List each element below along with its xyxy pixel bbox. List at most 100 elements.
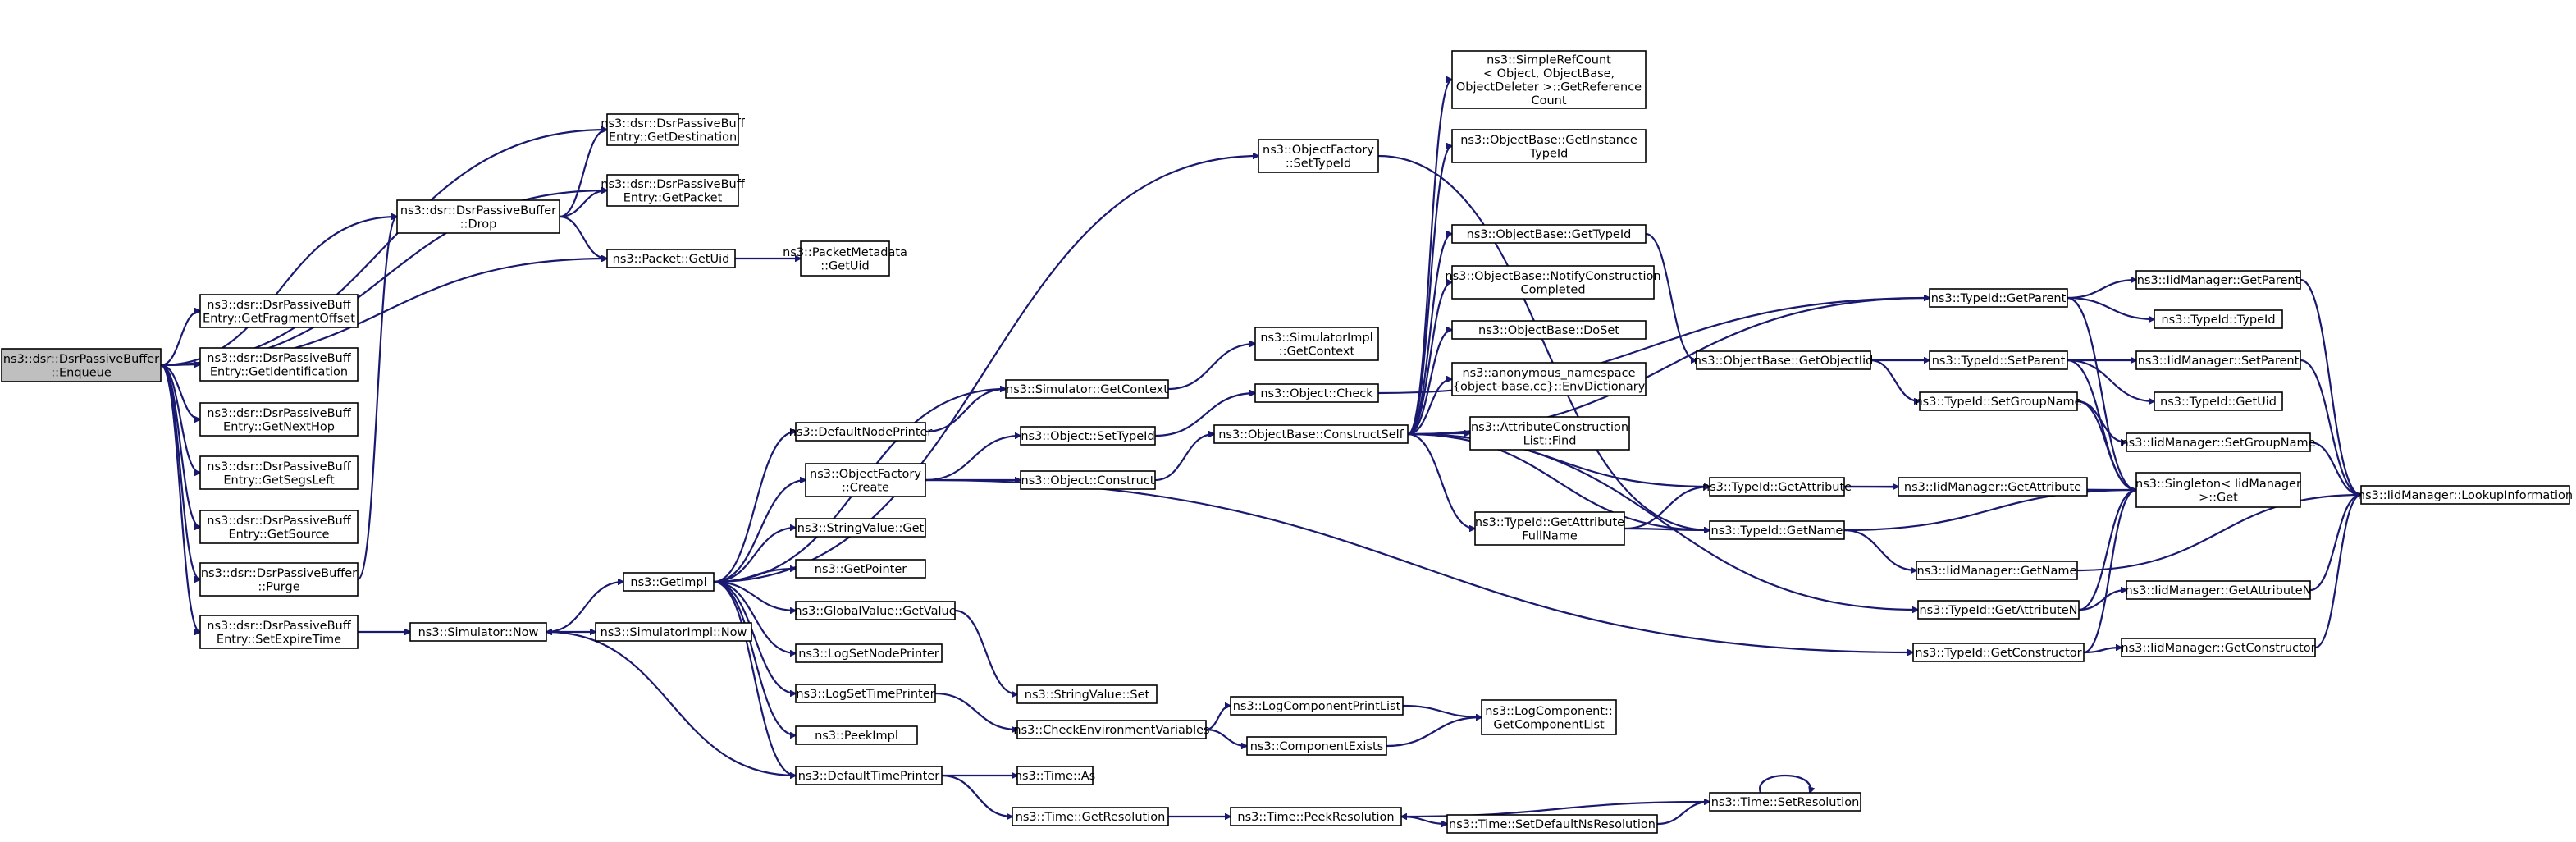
node-box-getnexthop[interactable] <box>199 402 359 437</box>
node-box-obgettypeid[interactable] <box>1451 224 1647 244</box>
node-box-ofsettypeid[interactable] <box>1258 139 1379 173</box>
node-timesetdefns[interactable]: ns3::Time::SetDefaultNsResolution <box>1446 814 1658 834</box>
node-tidtypeid[interactable]: ns3::TypeId::TypeId <box>2154 309 2283 329</box>
node-box-obconstructself[interactable] <box>1213 424 1409 444</box>
node-box-tidgetuid[interactable] <box>2154 391 2283 411</box>
node-logsetnode[interactable]: ns3::LogSetNodePrinter <box>795 643 943 663</box>
node-envdict[interactable]: ns3::anonymous_namespace{object-base.cc}… <box>1451 362 1647 396</box>
node-stringset[interactable]: ns3::StringValue::Set <box>1016 684 1158 704</box>
node-box-getdest[interactable] <box>606 113 739 146</box>
node-box-pktgetuid[interactable] <box>606 249 736 268</box>
node-singletonget[interactable]: ns3::Singleton< IidManager >::Get <box>2135 472 2301 508</box>
node-iidsetparent[interactable]: ns3::IidManager::SetParent <box>2135 350 2301 370</box>
node-pktgetuid[interactable]: ns3::Packet::GetUid <box>606 249 736 268</box>
node-box-purge[interactable] <box>199 562 359 597</box>
node-box-tidgetattrfull[interactable] <box>1474 511 1625 546</box>
node-simgetcontext[interactable]: ns3::Simulator::GetContext <box>1005 379 1169 399</box>
node-getdest[interactable]: ns3::dsr::DsrPassiveBuffEntry::GetDestin… <box>601 113 746 146</box>
node-tidgetattrn[interactable]: ns3::TypeId::GetAttributeN <box>1917 600 2080 620</box>
node-timegetres[interactable]: ns3::Time::GetResolution <box>1012 807 1169 826</box>
node-box-singletonget[interactable] <box>2135 472 2301 508</box>
node-box-iidsetparent[interactable] <box>2135 350 2301 370</box>
node-iidgetattr[interactable]: ns3::IidManager::GetAttribute <box>1898 477 2088 497</box>
node-iidgetparent[interactable]: ns3::IidManager::GetParent <box>2135 270 2301 290</box>
node-box-objconstruct[interactable] <box>1020 470 1156 490</box>
node-iidsetgroup[interactable]: ns3::IidManager::SetGroupName <box>2121 432 2316 452</box>
node-box-objsettypeid[interactable] <box>1020 426 1156 446</box>
node-box-timesetres[interactable] <box>1709 792 1861 812</box>
node-box-iidgetattrn[interactable] <box>2126 580 2311 600</box>
node-iidlookup[interactable]: ns3::IidManager::LookupInformation <box>2358 485 2573 505</box>
node-obgettypeid[interactable]: ns3::ObjectBase::GetTypeId <box>1451 224 1647 244</box>
node-box-deftimeprinter[interactable] <box>795 766 943 785</box>
node-box-getfrag[interactable] <box>199 294 359 328</box>
node-iidgetattrn[interactable]: ns3::IidManager::GetAttributeN <box>2125 580 2312 600</box>
node-box-stringget[interactable] <box>795 518 926 538</box>
node-defnodeprinter[interactable]: ns3::DefaultNodePrinter <box>789 422 933 442</box>
node-getpointer[interactable]: ns3::GetPointer <box>795 559 926 579</box>
node-purge[interactable]: ns3::dsr::DsrPassiveBuffer::Purge <box>199 562 359 597</box>
node-box-getcomplist[interactable] <box>1481 699 1617 735</box>
node-box-stringset[interactable] <box>1016 684 1158 704</box>
node-objsettypeid[interactable]: ns3::Object::SetTypeId <box>1020 426 1156 446</box>
node-box-getsource[interactable] <box>199 510 359 544</box>
node-obnotify[interactable]: ns3::ObjectBase::NotifyConstructionCompl… <box>1445 265 1661 300</box>
node-box-obgetobjiid[interactable] <box>1696 350 1871 370</box>
node-compexists[interactable]: ns3::ComponentExists <box>1246 736 1387 756</box>
node-box-getimpl[interactable] <box>623 572 715 592</box>
node-box-tidgetctor[interactable] <box>1912 643 2085 662</box>
node-simimplnow[interactable]: ns3::SimulatorImpl::Now <box>595 622 752 642</box>
node-getfrag[interactable]: ns3::dsr::DsrPassiveBuffEntry::GetFragme… <box>199 294 359 328</box>
node-box-iidlookup[interactable] <box>2360 485 2570 505</box>
node-box-simimplgetcontext[interactable] <box>1254 327 1379 361</box>
node-box-timeas[interactable] <box>1016 766 1094 785</box>
node-obdoset[interactable]: ns3::ObjectBase::DoSet <box>1451 320 1647 340</box>
node-box-obgetinstance[interactable] <box>1451 129 1647 163</box>
node-ofcreate[interactable]: ns3::ObjectFactory::Create <box>805 463 926 497</box>
node-box-getsegs[interactable] <box>199 455 359 490</box>
node-box-obdoset[interactable] <box>1451 320 1647 340</box>
node-box-peekimpl[interactable] <box>795 725 918 745</box>
node-deftimeprinter[interactable]: ns3::DefaultTimePrinter <box>795 766 943 785</box>
node-checkenv[interactable]: ns3::CheckEnvironmentVariables <box>1013 720 1210 739</box>
node-tidgetattr[interactable]: ns3::TypeId::GetAttribute <box>1702 477 1852 497</box>
node-box-checkenv[interactable] <box>1016 720 1207 739</box>
node-gvgetvalue[interactable]: ns3::GlobalValue::GetValue <box>794 601 957 620</box>
node-box-getident[interactable] <box>199 347 359 382</box>
node-objconstruct[interactable]: ns3::Object::Construct <box>1020 470 1156 490</box>
node-getident[interactable]: ns3::dsr::DsrPassiveBuffEntry::GetIdenti… <box>199 347 359 382</box>
node-tidgetuid[interactable]: ns3::TypeId::GetUid <box>2154 391 2283 411</box>
node-box-simgetcontext[interactable] <box>1005 379 1169 399</box>
node-box-timepeekres[interactable] <box>1230 807 1402 826</box>
node-box-iidgetctor[interactable] <box>2121 638 2316 657</box>
node-box-logsettime[interactable] <box>795 684 936 703</box>
node-objcheck[interactable]: ns3::Object::Check <box>1254 383 1379 403</box>
node-getsegs[interactable]: ns3::dsr::DsrPassiveBuffEntry::GetSegsLe… <box>199 455 359 490</box>
node-box-iidgetname[interactable] <box>1916 561 2078 580</box>
node-box-iidgetattr[interactable] <box>1898 477 2088 497</box>
node-simnow[interactable]: ns3::Simulator::Now <box>409 622 547 642</box>
node-getimpl[interactable]: ns3::GetImpl <box>623 572 715 592</box>
node-box-compexists[interactable] <box>1246 736 1387 756</box>
node-box-obnotify[interactable] <box>1451 265 1655 300</box>
node-iidgetctor[interactable]: ns3::IidManager::GetConstructor <box>2121 638 2316 657</box>
node-box-pmgetuid[interactable] <box>800 240 890 277</box>
node-box-tidgetname[interactable] <box>1709 520 1845 540</box>
node-setexpire[interactable]: ns3::dsr::DsrPassiveBuffEntry::SetExpire… <box>199 615 359 649</box>
node-box-logsetnode[interactable] <box>795 643 943 663</box>
node-tidsetgroup[interactable]: ns3::TypeId::SetGroupName <box>1915 391 2082 411</box>
node-ofsettypeid[interactable]: ns3::ObjectFactory::SetTypeId <box>1258 139 1379 173</box>
node-tidgetparent[interactable]: ns3::TypeId::GetParent <box>1929 288 2068 308</box>
node-box-defnodeprinter[interactable] <box>795 422 926 442</box>
node-box-tidgetattr[interactable] <box>1709 477 1845 497</box>
node-pmgetuid[interactable]: ns3::PacketMetadata::GetUid <box>783 240 907 277</box>
node-box-objcheck[interactable] <box>1254 383 1379 403</box>
node-box-setexpire[interactable] <box>199 615 359 649</box>
node-tidsetparent[interactable]: ns3::TypeId::SetParent <box>1929 350 2068 370</box>
node-box-timesetdefns[interactable] <box>1446 814 1658 834</box>
node-box-drop[interactable] <box>396 199 560 234</box>
